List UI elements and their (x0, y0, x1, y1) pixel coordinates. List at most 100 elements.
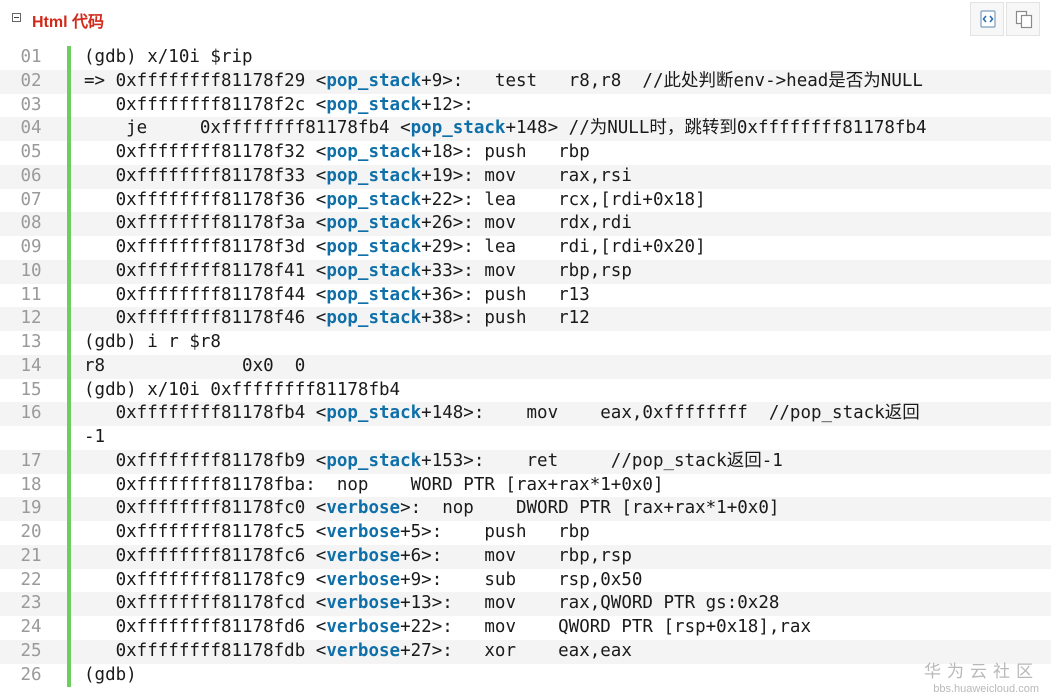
code-text: 0xffffffff81178fb9 < (84, 450, 327, 471)
code-line: 20 0xffffffff81178fc5 <verbose+5>: push … (0, 521, 1051, 545)
gutter-bar (67, 259, 71, 284)
line-number: 02 (20, 70, 42, 91)
line-text: 0xffffffff81178fb4 <pop_stack+148>: mov … (84, 402, 1051, 426)
code-line: 19 0xffffffff81178fc0 <verbose>: nop DWO… (0, 497, 1051, 521)
gutter-bar (67, 568, 71, 593)
code-text: 0xffffffff81178fcd < (84, 593, 327, 614)
code-text: 0xffffffff81178fb4 < (84, 403, 327, 424)
copy-button[interactable] (1006, 2, 1040, 36)
code-text: +13>: mov rax,QWORD PTR gs:0x28 (400, 593, 780, 614)
view-source-button[interactable] (970, 2, 1004, 36)
view-source-icon (980, 10, 996, 28)
line-number: 25 (20, 640, 42, 661)
function-name: pop_stack (326, 237, 422, 257)
gutter-bar (67, 449, 71, 474)
line-number: 24 (20, 617, 42, 637)
code-block-title: Html 代码 (32, 14, 105, 31)
gutter-bar (67, 236, 71, 260)
code-text: 0xffffffff81178fc5 < (84, 522, 327, 542)
copy-icon (1015, 10, 1033, 29)
line-text: 0xffffffff81178fdb <verbose+27>: xor eax… (84, 640, 1051, 664)
code-text: +38>: push r12 (421, 308, 590, 329)
code-text: 0xffffffff81178fd6 < (84, 617, 327, 637)
line-text: (gdb) i r $r8 (84, 331, 1051, 355)
gutter-bar (67, 354, 71, 379)
function-name: pop_stack (326, 165, 422, 186)
line-text: (gdb) x/10i 0xffffffff81178fb4 (84, 379, 1051, 403)
line-number: 12 (20, 308, 42, 329)
gutter-bar (67, 616, 71, 640)
code-line: 06 0xffffffff81178f33 <pop_stack+19>: mo… (0, 164, 1051, 189)
gutter-bar (67, 663, 71, 688)
function-name: pop_stack (326, 213, 422, 234)
code-line: 09 0xffffffff81178f3d <pop_stack+29>: le… (0, 236, 1051, 260)
line-number: 20 (20, 522, 42, 542)
function-name: verbose (326, 498, 401, 519)
code-line: 24 0xffffffff81178fd6 <verbose+22>: mov … (0, 616, 1051, 640)
line-number: 22 (20, 569, 42, 590)
code-text: +12>: (421, 94, 474, 115)
code-line: 04 je 0xffffffff81178fb4 <pop_stack+148>… (0, 117, 1051, 141)
line-text: 0xffffffff81178f3d <pop_stack+29>: lea r… (84, 236, 1051, 260)
line-number: 15 (20, 379, 42, 400)
code-line: 13(gdb) i r $r8 (0, 331, 1051, 355)
line-number: 05 (20, 142, 42, 162)
code-text: +22>: lea rcx,[rdi+0x18] (421, 189, 706, 210)
code-text: 0xffffffff81178fc9 < (84, 569, 327, 590)
line-text: 0xffffffff81178fc5 <verbose+5>: push rbp (84, 521, 1051, 545)
code-line: 10 0xffffffff81178f41 <pop_stack+33>: mo… (0, 259, 1051, 284)
collapse-toggle-icon[interactable] (12, 13, 21, 22)
code-line: 02=> 0xffffffff81178f29 <pop_stack+9>: t… (0, 69, 1051, 94)
code-text: 0xffffffff81178f33 < (84, 165, 327, 186)
code-text: 0xffffffff81178f32 < (84, 142, 327, 162)
code-text: 0xffffffff81178fba: nop WORD PTR [rax+ra… (84, 474, 664, 495)
function-name: pop_stack (326, 142, 422, 162)
code-text: 0xffffffff81178fc0 < (84, 498, 327, 519)
line-text: 0xffffffff81178fb9 <pop_stack+153>: ret … (84, 450, 1051, 474)
code-text: +153>: ret //pop_stack返回-1 (421, 450, 783, 471)
code-text: (gdb) x/10i $rip (84, 47, 253, 67)
code-text: (gdb) (84, 664, 137, 685)
line-text: 0xffffffff81178f41 <pop_stack+33>: mov r… (84, 260, 1051, 284)
gutter-bar (67, 307, 71, 331)
code-text: +29>: lea rdi,[rdi+0x20] (421, 237, 706, 257)
code-text: +36>: push r13 (421, 284, 590, 305)
function-name: pop_stack (326, 284, 422, 305)
code-text: 0xffffffff81178f46 < (84, 308, 327, 329)
line-text: 0xffffffff81178f46 <pop_stack+38>: push … (84, 307, 1051, 331)
code-text: -1 (84, 427, 106, 447)
function-name: verbose (326, 617, 401, 637)
line-number: 01 (20, 47, 42, 67)
line-text: 0xffffffff81178f44 <pop_stack+36>: push … (84, 284, 1051, 308)
gutter-bar (67, 69, 71, 94)
line-text: 0xffffffff81178f2c <pop_stack+12>: (84, 94, 1051, 118)
code-text: 0xffffffff81178f44 < (84, 284, 327, 305)
code-block-header: Html 代码 (0, 0, 1051, 38)
gutter-bar (67, 93, 71, 118)
line-text: je 0xffffffff81178fb4 <pop_stack+148> //… (84, 117, 1051, 141)
function-name: verbose (326, 545, 401, 566)
code-line: 21 0xffffffff81178fc6 <verbose+6>: mov r… (0, 544, 1051, 569)
line-number: 19 (20, 498, 42, 519)
line-number: 06 (20, 165, 42, 186)
code-text: 0xffffffff81178fc6 < (84, 545, 327, 566)
line-text: (gdb) (84, 664, 1051, 688)
function-name: verbose (326, 640, 401, 661)
code-text: +26>: mov rdx,rdi (421, 213, 632, 234)
code-line: 26(gdb) (0, 663, 1051, 688)
code-line: 16 0xffffffff81178fb4 <pop_stack+148>: m… (0, 402, 1051, 426)
function-name: verbose (326, 522, 401, 542)
code-text: +9>: test r8,r8 //此处判断env->head是否为NULL (421, 70, 923, 91)
code-line: -1 (0, 426, 1051, 450)
code-text: >: nop DWORD PTR [rax+rax*1+0x0] (400, 498, 780, 519)
gutter-bar (67, 378, 71, 403)
code-text: 0xffffffff81178fdb < (84, 640, 327, 661)
gutter-bar (67, 639, 71, 664)
gutter-bar (67, 46, 71, 70)
function-name: pop_stack (326, 403, 422, 424)
code-text: 0xffffffff81178f41 < (84, 260, 327, 281)
code-line: 22 0xffffffff81178fc9 <verbose+9>: sub r… (0, 568, 1051, 593)
code-line: 15 (gdb) x/10i 0xffffffff81178fb4 (0, 378, 1051, 403)
